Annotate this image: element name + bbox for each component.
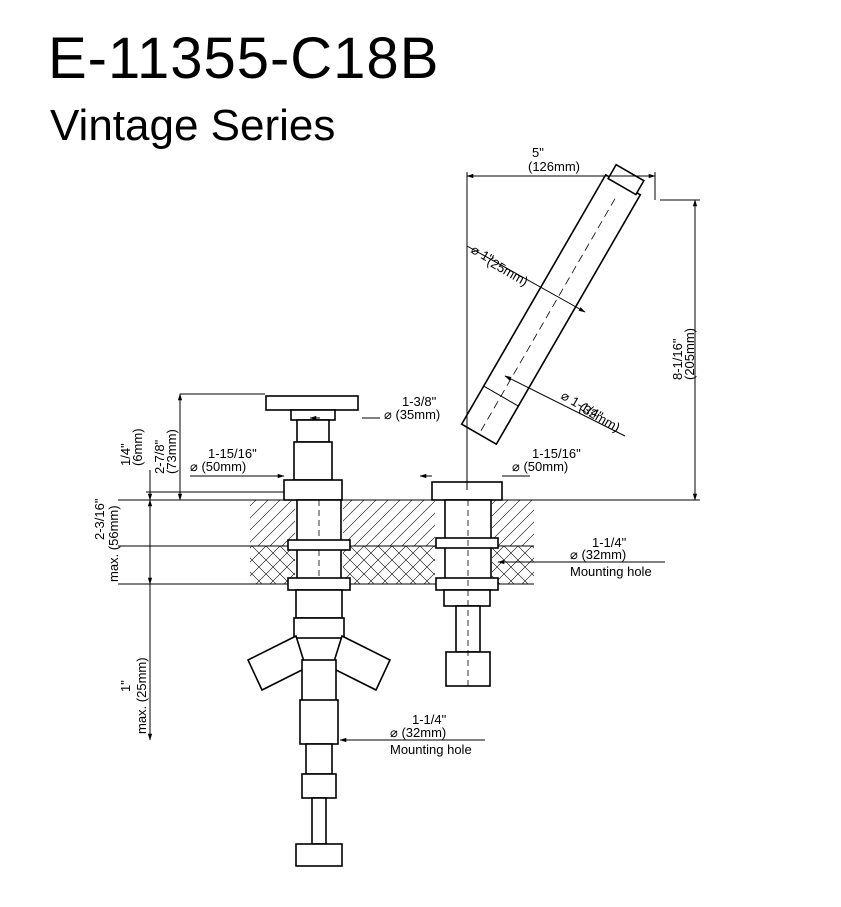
hs-base-mm: ⌀ (50mm) — [512, 459, 568, 474]
deck-thick-mm: max. (56mm) — [106, 505, 121, 582]
dimension-lines — [146, 172, 700, 743]
hs-base-in: 1-15/16" — [532, 446, 581, 461]
spout-height-mm: (205mm) — [682, 328, 697, 380]
valve-assembly — [246, 395, 392, 867]
valve-height-in: 2-7/8" — [152, 439, 167, 474]
page-subtitle: Vintage Series — [50, 101, 336, 150]
spout-height-in: 8-1/16" — [670, 338, 685, 380]
hs-mount-mm: ⌀ (32mm) — [570, 547, 626, 562]
handle-dia-mm: ⌀ (35mm) — [384, 407, 440, 422]
page-title: E-11355-C18B — [48, 26, 440, 91]
valve-mount-in: 1-1/4" — [412, 712, 447, 727]
valve-mount-label: Mounting hole — [390, 742, 472, 757]
below-mm: max. (25mm) — [134, 657, 149, 734]
hs-body-dia-mm: (32mm) — [577, 400, 623, 435]
handle-dia-in: 1-3/8" — [402, 394, 437, 409]
cross-handle — [265, 395, 359, 411]
valve-height-mm: (73mm) — [164, 429, 179, 474]
valve-gap-in: 1/4" — [118, 443, 133, 466]
hs-mount-label: Mounting hole — [570, 564, 652, 579]
valve-mount-mm: ⌀ (32mm) — [390, 725, 446, 740]
spout-width-in: 5" — [532, 145, 544, 160]
spout-width-mm: (126mm) — [528, 159, 580, 174]
valve-base-in: 1-15/16" — [208, 446, 257, 461]
valve-base-mm: ⌀ (50mm) — [190, 459, 246, 474]
deck-thick-in: 2-3/16" — [92, 498, 107, 540]
deck-section — [118, 499, 700, 585]
valve-gap-mm: (6mm) — [130, 428, 145, 466]
below-in: 1" — [118, 680, 133, 692]
hs-head-dia-mm: (25mm) — [485, 254, 531, 289]
hs-mount-in: 1-1/4" — [592, 535, 627, 550]
